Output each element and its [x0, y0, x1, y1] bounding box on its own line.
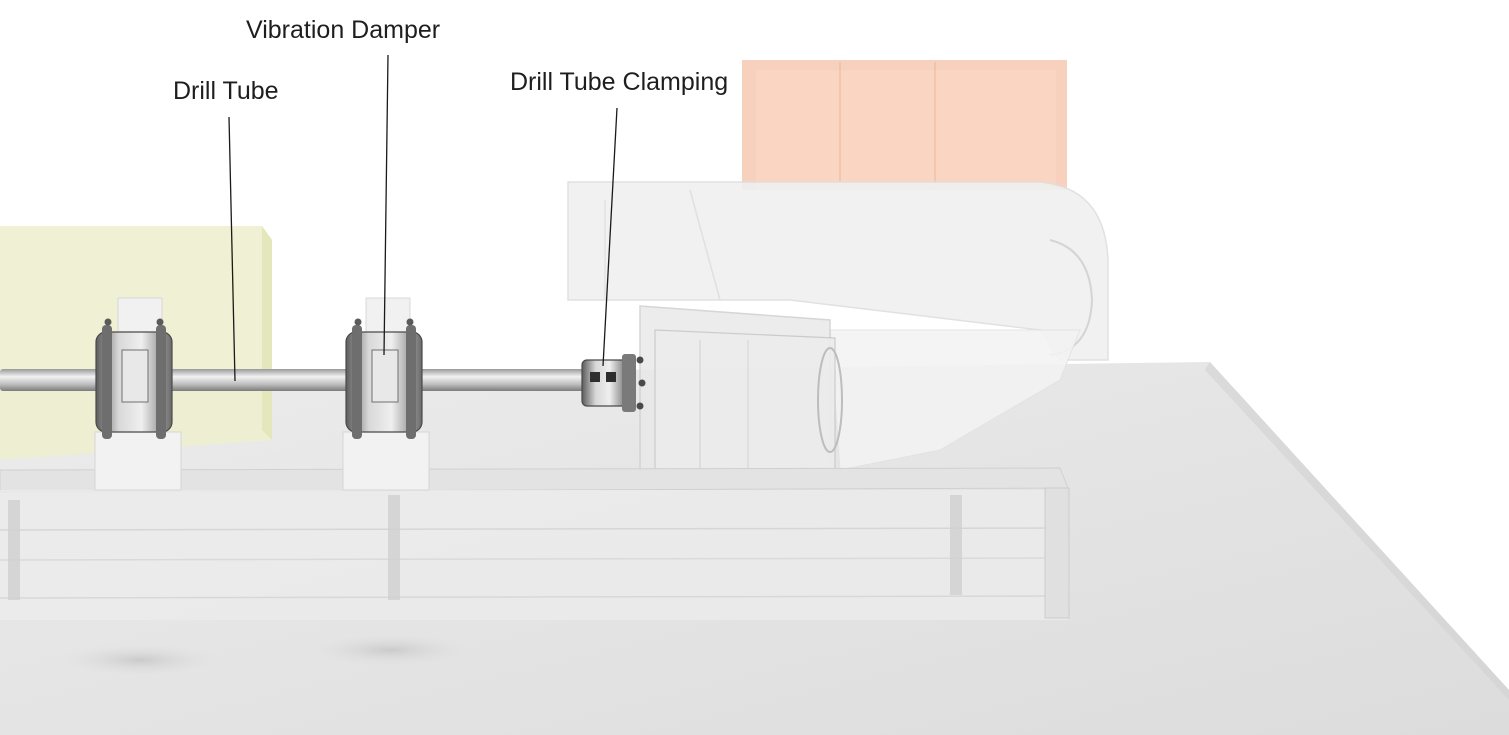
leader-vibration-damper — [383, 54, 389, 356]
yellow-block-side — [262, 226, 272, 440]
clamping-box-front — [654, 329, 836, 479]
base-plate-edge — [1205, 362, 1509, 700]
support-shadow — [60, 644, 220, 676]
vibration-damper-left — [95, 318, 173, 439]
rail-line — [0, 595, 1069, 599]
rail-post — [950, 495, 962, 595]
support-shadow — [310, 634, 470, 666]
rail-post — [388, 495, 400, 600]
rail-body — [0, 490, 1068, 620]
orange-block-face — [756, 70, 1056, 190]
label-drill-tube: Drill Tube — [173, 77, 279, 105]
flange-ring — [817, 347, 843, 453]
housing-chute — [829, 329, 1081, 471]
rail-end-plate — [1044, 487, 1070, 619]
leader-drill-tube-clamping — [602, 107, 618, 367]
rail-line — [0, 557, 1069, 561]
housing-edge — [689, 189, 721, 301]
label-drill-tube-clamping: Drill Tube Clamping — [510, 68, 728, 96]
support-middle — [342, 297, 430, 491]
rail-post — [8, 500, 20, 600]
drill-tube-clamping — [581, 354, 646, 412]
rail-line — [0, 527, 1069, 531]
vibration-damper-middle — [345, 318, 423, 439]
drill-tube — [0, 369, 590, 391]
label-vibration-damper: Vibration Damper — [246, 16, 440, 44]
housing-body — [567, 181, 1109, 361]
leader-drill-tube — [228, 116, 236, 382]
